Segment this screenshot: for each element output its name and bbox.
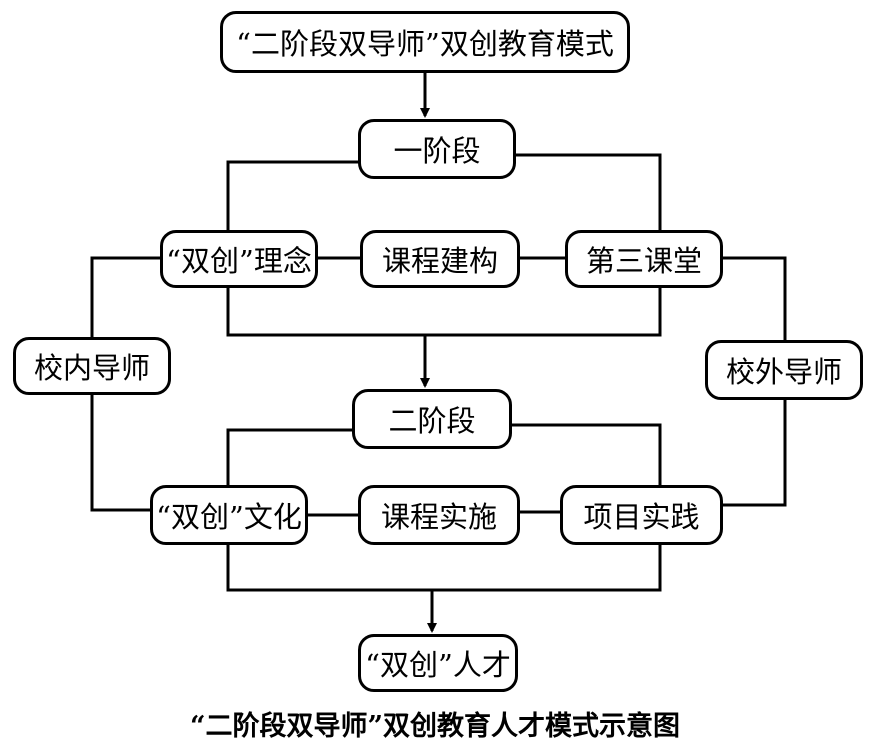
edge-concept-to-inner-mentor [90,256,162,337]
node-stage-one: 一阶段 [358,119,516,179]
node-inner-mentor: 校内导师 [13,337,171,395]
node-stage-two: 二阶段 [352,389,512,449]
node-project: 项目实践 [560,485,723,545]
edge-outer-mentor-to-project [723,400,787,507]
edge-inner-mentor-to-culture [90,395,150,512]
node-third-class: 第三课堂 [565,230,723,288]
node-concept: “双创”理念 [160,230,318,288]
edge-third-class-to-outer-mentor [722,256,787,340]
edge-stage2-to-culture [226,428,352,485]
node-top-mode: “二阶段双导师”双创教育模式 [220,11,630,73]
node-talent: “双创”人才 [358,634,518,692]
node-culture: “双创”文化 [150,485,308,545]
node-course-build: 课程建构 [360,230,520,288]
node-course-impl: 课程实施 [358,485,520,545]
node-outer-mentor: 校外导师 [705,340,863,400]
edge-row1-merge [226,288,662,337]
edge-stage2-to-project [512,423,662,485]
edge-row2-merge [226,545,662,592]
figure-caption: “二阶段双导师”双创教育人才模式示意图 [189,711,681,742]
edge-stage1-to-third-class [516,153,662,230]
edge-stage1-to-concept [226,160,358,230]
